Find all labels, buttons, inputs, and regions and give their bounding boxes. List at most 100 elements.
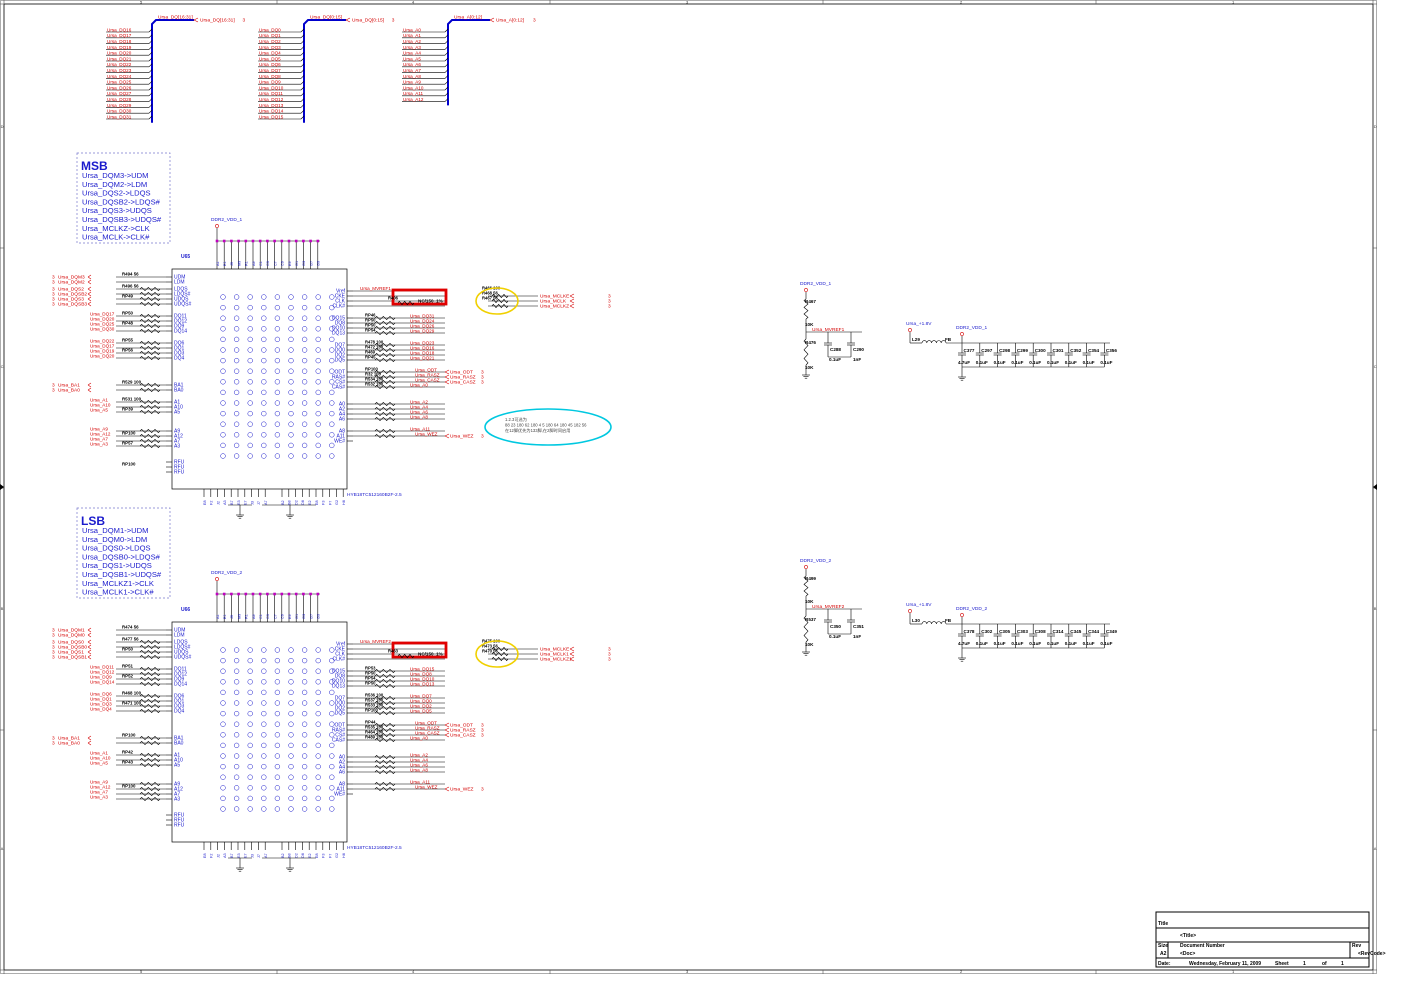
offpage-arrow-icon [569,646,575,652]
bus-sheet: 3 [392,18,395,24]
bus-entry [300,86,305,91]
junction-dot [302,592,305,596]
pin-name: UDQS [174,297,189,303]
ball-pad [247,795,253,802]
bus-entry [300,34,305,39]
net-label: Ursa_DQ28 [107,97,132,102]
net-label: Ursa_A1 [403,33,421,38]
ball-pad [288,432,294,438]
bus-entry [148,109,153,114]
net-label: Ursa_DQ8 [259,74,281,79]
ball-pad [315,336,321,343]
ball-pad [220,336,226,343]
junction-dot [280,592,284,596]
part-ref: RP45 [365,355,376,360]
pin-name: RAS# [332,375,345,381]
pin-name: DQ13 [332,331,345,337]
note-frame [76,152,171,244]
net-sheet: 3 [52,287,55,293]
ball-pad [233,679,240,685]
ball-pad [329,806,335,812]
offpage-arrow-icon [345,17,351,23]
pin-name: DQ8 [335,674,346,680]
resistor [374,764,396,770]
pin-name: LDQS [174,640,188,646]
junction-dot [237,592,240,596]
ball-pad [220,294,226,300]
junction-dot [244,239,248,243]
net-label: Ursa_DQSB1 [58,655,87,661]
bus-line [151,19,194,123]
power-port-icon [908,609,912,613]
cap-value: 0.1uF [1065,641,1077,646]
ball-pad [233,668,240,674]
resistor [139,318,161,324]
pin-name: DQ0 [335,348,346,354]
ball-pad [288,700,294,706]
ball-pad [329,453,335,459]
ball-pad [274,368,281,374]
pin-number: G2 [335,853,339,858]
cap-value: 0.1uF [976,360,988,365]
cap-ref: C378 [964,629,975,634]
ball-pad [233,432,240,438]
net-label: Ursa_A0 [410,382,428,387]
ball-pad [247,700,253,706]
net-label: Ursa_A8 [410,767,428,772]
bus-entry [300,75,305,79]
offpage-arrow-icon [87,654,92,660]
part-ref: R536 100 [365,693,384,698]
column-label: 4 [412,969,415,974]
annotation-line: 1.2.3可选为 [505,416,527,423]
cap-ref: C300 [1035,348,1046,353]
net-label: Ursa_DQM3 [58,275,85,281]
net-label: Ursa_RASZ [450,728,476,734]
pin-name: CS# [335,380,345,386]
ball-pad [329,326,335,332]
pin-name: A4 [339,412,345,418]
bus-entry [300,57,305,62]
ball-pad [288,710,294,717]
pin-name: A5 [174,410,180,416]
ball-pad [233,700,240,706]
junction-dot [258,239,262,243]
ball-pad [329,379,335,385]
ball-pad [220,379,226,385]
note-frame [76,507,171,599]
vref-divider: DDR2_VDD_2R49910KUrsa_MVREF2R53710KC3500… [800,558,864,656]
column-label: 2 [960,969,963,974]
net-label: Ursa_A5 [403,56,421,61]
pin-number: E8 [203,500,207,505]
bus-entry [148,80,153,85]
offpage-arrow-icon [87,649,92,655]
highlight-value: NC/150_1% [418,652,443,657]
pin-name: WE# [334,439,345,445]
ball-pad [288,410,294,417]
pin-name: DQ6 [174,694,185,700]
pin-number: C7 [273,261,277,266]
pin-number: C1 [259,614,263,619]
pin-name: CLK [335,652,345,658]
junction-dot [294,592,298,596]
resistor [139,649,161,655]
net-label: Ursa_DQM1 [58,628,85,634]
ball-pad [247,647,253,653]
ball-pad [220,389,226,396]
pin-name: BA1 [174,736,184,742]
ball-pad [247,410,253,417]
pin-number: J2 [216,501,220,505]
pin-number: A3 [223,500,227,505]
pin-number: J3 [250,501,254,505]
net-label: Ursa_A0 [410,735,428,740]
ball-pad [233,315,240,321]
net-sheet: 3 [52,297,55,303]
ball-pad [261,389,267,396]
net-label: Ursa_RASZ [415,372,440,377]
ball-pad [274,421,281,427]
date-label: Date: [1158,961,1171,967]
pin-name: CLK# [332,304,345,310]
ball-pad [329,336,335,343]
resistor-value: 10K [805,599,814,604]
ball-pad [288,336,294,343]
